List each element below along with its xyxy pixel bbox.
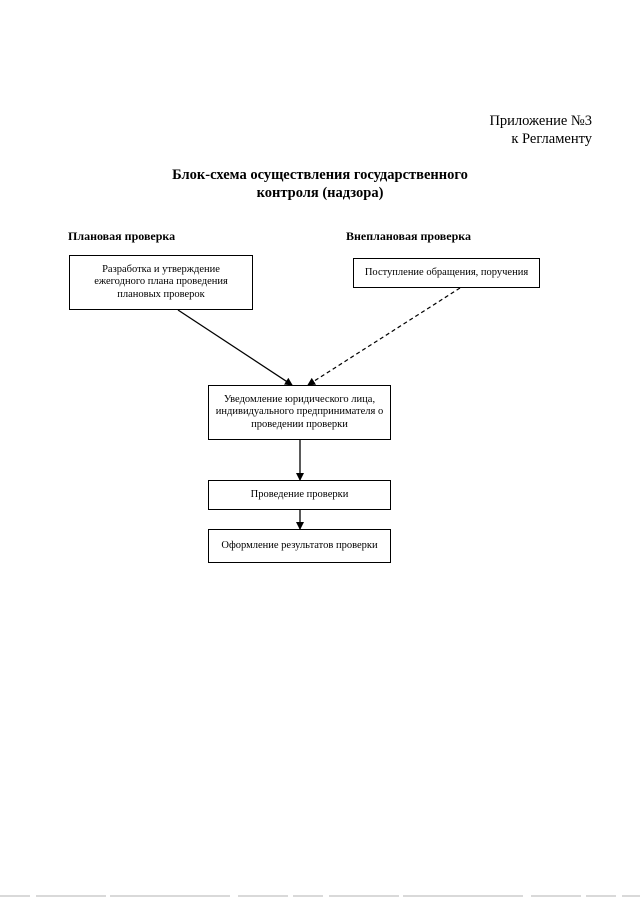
box-notification-text: Уведомление юридического лица, индивидуа… — [215, 393, 384, 430]
box-request-receipt-text: Поступление обращения, поручения — [364, 266, 529, 278]
box-notification: Уведомление юридического лица, индивидуа… — [208, 385, 391, 440]
diagram-title-line2: контроля (надзора) — [256, 185, 384, 201]
appendix-regulation: к Регламенту — [511, 131, 592, 147]
appendix-number: Приложение №3 — [489, 113, 592, 129]
box-inspection-text: Проведение проверки — [250, 488, 349, 500]
box-results: Оформление результатов проверки — [208, 529, 391, 563]
scan-edge-line — [0, 895, 640, 897]
arrow-plan-to-notification — [177, 309, 293, 386]
arrow-request-to-notification — [307, 287, 461, 386]
diagram-title-line1: Блок-схема осуществления государственног… — [172, 167, 468, 183]
box-inspection: Проведение проверки — [208, 480, 391, 510]
appendix-reference: Приложение №3 к Регламенту — [489, 112, 592, 148]
box-plan-development-text: Разработка и утверждение ежегодного план… — [94, 263, 228, 300]
box-results-text: Оформление результатов проверки — [221, 539, 378, 551]
box-plan-development: Разработка и утверждение ежегодного план… — [69, 255, 253, 310]
planned-inspection-label: Плановая проверка — [68, 229, 176, 243]
box-request-receipt: Поступление обращения, поручения — [353, 258, 540, 288]
diagram-title: Блок-схема осуществления государственног… — [0, 166, 640, 202]
unplanned-inspection-label: Внеплановая проверка — [346, 229, 471, 243]
